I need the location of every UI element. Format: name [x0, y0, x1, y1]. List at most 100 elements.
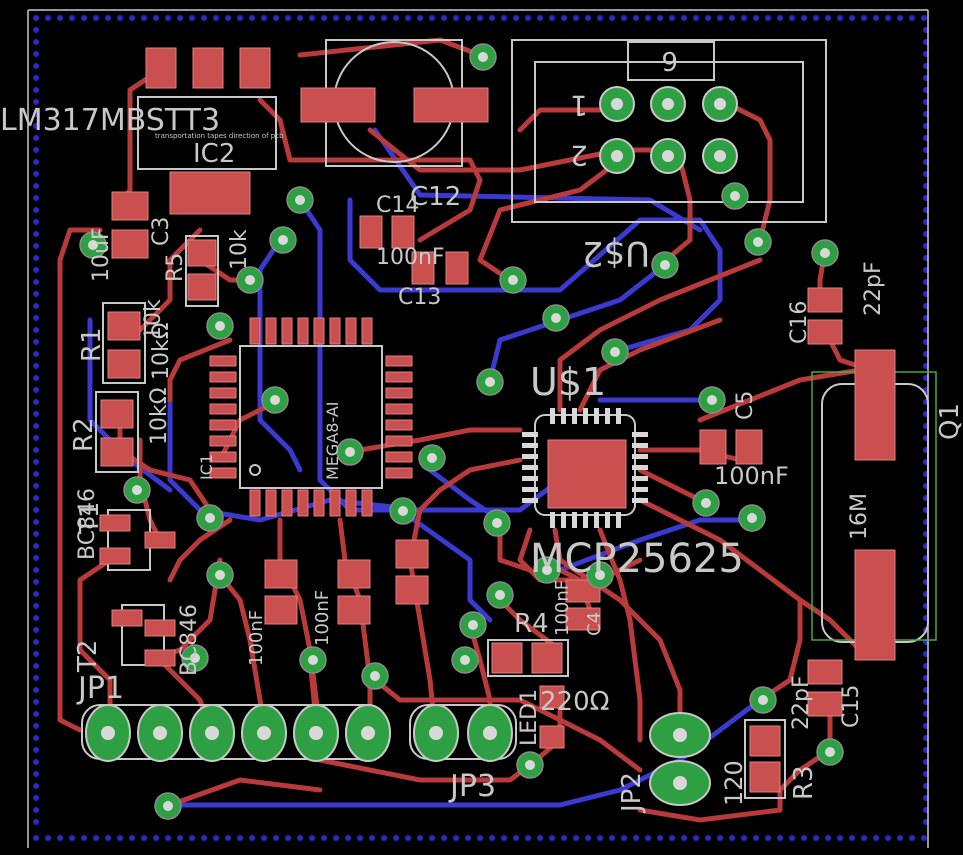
- ic1-pin1-marker: [249, 464, 261, 476]
- ic1-pin: [329, 489, 341, 517]
- outline-dot: [645, 835, 651, 841]
- via-drill: [485, 377, 495, 387]
- outline-dot: [417, 15, 423, 21]
- outline-dot: [561, 15, 567, 21]
- outline-dot: [825, 835, 831, 841]
- outline-dot: [813, 15, 819, 21]
- outline-dot: [93, 15, 99, 21]
- outline-dot: [333, 15, 339, 21]
- jp3-header: [409, 704, 517, 762]
- jp1-drill: [153, 726, 167, 740]
- outline-dot: [33, 807, 39, 813]
- outline-dot: [921, 15, 927, 21]
- top-trace: [477, 157, 623, 283]
- ic1-pin: [209, 451, 237, 463]
- outline-dot: [33, 411, 39, 417]
- outline-dot: [33, 531, 39, 537]
- ic1-pin: [361, 317, 373, 345]
- outline-dot: [381, 835, 387, 841]
- outline-dot: [417, 835, 423, 841]
- us1-pin: [583, 408, 588, 424]
- outline-dot: [801, 15, 807, 21]
- via-drill: [508, 275, 518, 285]
- outline-dot: [33, 63, 39, 69]
- ic1-pin: [385, 435, 413, 447]
- via-drill: [190, 653, 200, 663]
- outline-dot: [33, 435, 39, 441]
- outline-dot: [33, 351, 39, 357]
- via-drill: [825, 747, 835, 757]
- silkscreen-text: LM317MBSTT3 IC2 transportation tapes dir…: [0, 45, 963, 814]
- outline-dot: [669, 15, 675, 21]
- outline-dot: [177, 835, 183, 841]
- ic1-pin: [209, 403, 237, 415]
- outline-dot: [801, 835, 807, 841]
- led-label: LED1: [517, 689, 542, 746]
- r3-pad: [749, 725, 781, 757]
- q1-label: Q1: [935, 403, 963, 440]
- outline-dot: [717, 15, 723, 21]
- outline-dot: [33, 183, 39, 189]
- outline-dot: [837, 15, 843, 21]
- outline-dot: [597, 835, 603, 841]
- u2-key-marker: 6: [661, 45, 678, 75]
- r5-value: 10k: [141, 299, 166, 340]
- jp1-label: JP1: [76, 671, 124, 706]
- r4-pad: [531, 642, 563, 674]
- via-drill: [753, 237, 763, 247]
- ic2-pad: [145, 47, 177, 89]
- outline-dot: [33, 207, 39, 213]
- outline-dot: [909, 15, 915, 21]
- outline-dot: [585, 835, 591, 841]
- t1-pad: [144, 531, 176, 549]
- outline-dot: [657, 15, 663, 21]
- us1-pin: [632, 487, 648, 492]
- outline-dot: [33, 303, 39, 309]
- outline-dot: [633, 15, 639, 21]
- top-trace: [757, 597, 803, 703]
- outline-dot: [885, 15, 891, 21]
- outline-dot: [201, 15, 207, 21]
- ic1-pin: [209, 371, 237, 383]
- outline-dot: [165, 835, 171, 841]
- r5-pad: [187, 273, 217, 301]
- bottom-trace: [557, 517, 763, 573]
- c1-pad: [264, 559, 298, 589]
- outline-dot: [729, 835, 735, 841]
- outline-dot: [33, 519, 39, 525]
- u2-drill: [662, 98, 674, 110]
- outline-dot: [477, 15, 483, 21]
- us1-pin: [550, 512, 555, 528]
- ic1-pin: [345, 489, 357, 517]
- outline-dot: [33, 39, 39, 45]
- jp2-drill: [673, 776, 687, 790]
- c13-pad: [411, 251, 435, 285]
- outline-dot: [789, 835, 795, 841]
- outline-dot: [261, 15, 267, 21]
- outline-dot: [33, 51, 39, 57]
- c3-label: C3: [149, 217, 174, 246]
- outline-dot: [33, 15, 39, 21]
- ic1-pin: [281, 317, 293, 345]
- outline-dot: [33, 759, 39, 765]
- outline-dot: [273, 15, 279, 21]
- outline-dot: [753, 15, 759, 21]
- outline-dot: [837, 835, 843, 841]
- outline-dot: [537, 15, 543, 21]
- via-drill: [370, 671, 380, 681]
- c3-pad: [111, 191, 149, 221]
- outline-dot: [33, 555, 39, 561]
- q1-pad: [854, 549, 896, 661]
- outline-dot: [681, 835, 687, 841]
- outline-dot: [33, 423, 39, 429]
- via-drill: [215, 570, 225, 580]
- outline-dot: [777, 15, 783, 21]
- outline-dot: [33, 579, 39, 585]
- us1-pin: [605, 512, 610, 528]
- r3-label: R3: [789, 765, 819, 800]
- us1-pin: [616, 512, 621, 528]
- t2-pad: [144, 619, 176, 637]
- ic1-pin: [281, 489, 293, 517]
- outline-dot: [33, 483, 39, 489]
